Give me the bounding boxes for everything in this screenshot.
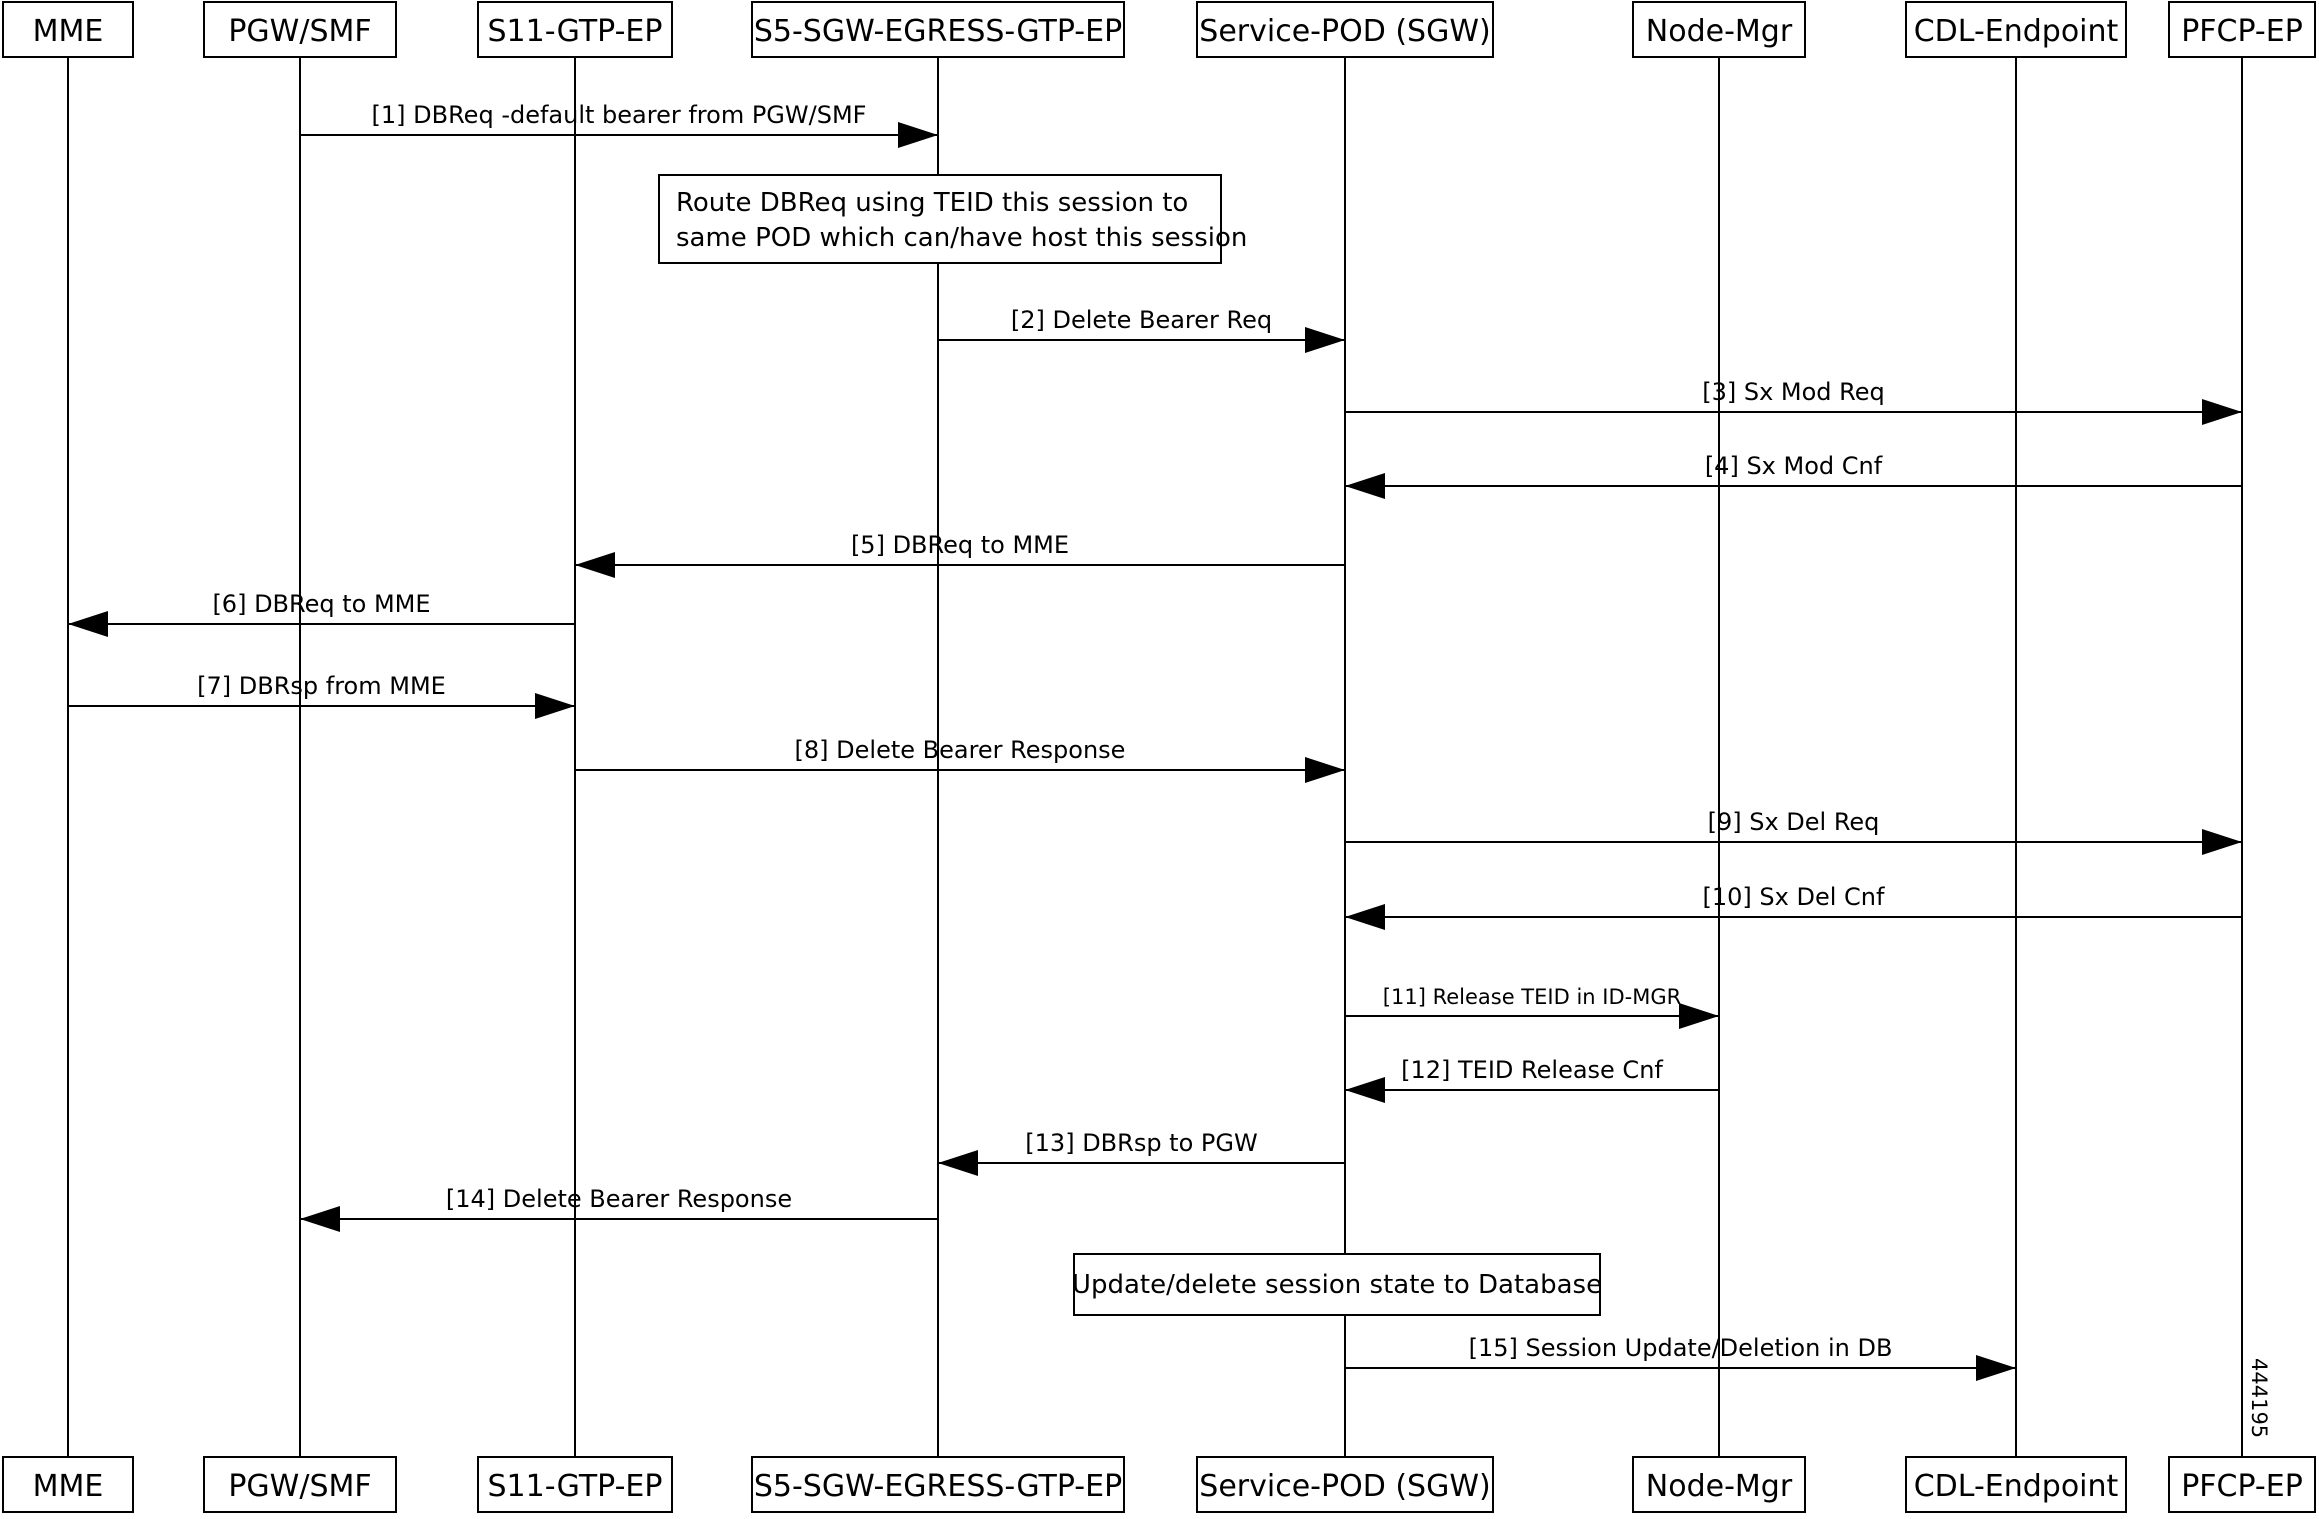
participant-label: Node-Mgr xyxy=(1646,14,1793,49)
message-label: [12] TEID Release Cnf xyxy=(1401,1056,1663,1084)
participant-label: PFCP-EP xyxy=(2181,14,2303,49)
participant-cdl-top: CDL-Endpoint xyxy=(1905,1,2127,58)
message-label: [6] DBReq to MME xyxy=(212,590,430,618)
participant-pod-top: Service-POD (SGW) xyxy=(1196,1,1494,58)
messages: [1] DBReq -default bearer from PGW/SMF [2… xyxy=(68,101,2242,1381)
route-note-line-2: same POD which can/have host this sessio… xyxy=(676,223,1247,253)
message-5: [5] DBReq to MME xyxy=(575,531,1345,578)
message-label: [13] DBRsp to PGW xyxy=(1025,1129,1257,1157)
participant-label: CDL-Endpoint xyxy=(1914,1469,2119,1504)
participant-box xyxy=(751,1,1125,58)
participant-box xyxy=(1905,1456,2127,1513)
participant-pfcp-top: PFCP-EP xyxy=(2168,1,2316,58)
participant-label: PGW/SMF xyxy=(228,1469,371,1504)
message-6: [6] DBReq to MME xyxy=(68,590,575,637)
participant-label: Service-POD (SGW) xyxy=(1199,14,1490,49)
participant-mme-bottom: MME xyxy=(2,1456,134,1513)
participant-s5-top: S5-SGW-EGRESS-GTP-EP xyxy=(751,1,1125,58)
message-14: [14] Delete Bearer Response xyxy=(300,1185,938,1232)
figure-id: 444195 xyxy=(2247,1358,2271,1438)
participant-box xyxy=(1905,1,2127,58)
participant-label: S5-SGW-EGRESS-GTP-EP xyxy=(754,1469,1122,1504)
message-label: [4] Sx Mod Cnf xyxy=(1705,452,1883,480)
participant-s5-bottom: S5-SGW-EGRESS-GTP-EP xyxy=(751,1456,1125,1513)
participant-s11-bottom: S11-GTP-EP xyxy=(477,1456,673,1513)
message-label: [10] Sx Del Cnf xyxy=(1703,883,1885,911)
message-label: [9] Sx Del Req xyxy=(1708,808,1880,836)
participant-box xyxy=(1632,1,1806,58)
route-note-line-1: Route DBReq using TEID this session to xyxy=(676,188,1188,218)
participant-box xyxy=(2168,1456,2316,1513)
participant-headers-bottom: MME PGW/SMF S11-GTP-EP S5-SGW-EGRESS-GTP-EP… xyxy=(2,1456,2316,1513)
message-2: [2] Delete Bearer Req xyxy=(938,306,1345,353)
message-4: [4] Sx Mod Cnf xyxy=(1345,452,2242,499)
message-13: [13] DBRsp to PGW xyxy=(938,1129,1345,1176)
participant-label: S11-GTP-EP xyxy=(488,14,663,49)
participant-nodemgr-bottom: Node-Mgr xyxy=(1632,1456,1806,1513)
participant-label: S5-SGW-EGRESS-GTP-EP xyxy=(754,14,1122,49)
message-9: [9] Sx Del Req xyxy=(1345,808,2242,855)
participant-label: Node-Mgr xyxy=(1646,1469,1793,1504)
participant-label: PGW/SMF xyxy=(228,14,371,49)
participant-box xyxy=(2,1,134,58)
participant-label: Service-POD (SGW) xyxy=(1199,1469,1490,1504)
message-label: [15] Session Update/Deletion in DB xyxy=(1469,1334,1893,1362)
participant-nodemgr-top: Node-Mgr xyxy=(1632,1,1806,58)
participant-pod-bottom: Service-POD (SGW) xyxy=(1196,1456,1494,1513)
message-15: [15] Session Update/Deletion in DB xyxy=(1345,1334,2016,1381)
participant-box xyxy=(1196,1,1494,58)
participant-box xyxy=(2168,1,2316,58)
participant-label: MME xyxy=(33,1469,104,1504)
participant-box xyxy=(477,1,673,58)
lifelines xyxy=(67,57,2243,1457)
participant-box xyxy=(203,1456,397,1513)
participant-pgw-bottom: PGW/SMF xyxy=(203,1456,397,1513)
message-label: [5] DBReq to MME xyxy=(851,531,1069,559)
participant-box xyxy=(203,1,397,58)
participant-pgw-top: PGW/SMF xyxy=(203,1,397,58)
message-label: [3] Sx Mod Req xyxy=(1702,378,1885,406)
message-label: [7] DBRsp from MME xyxy=(197,672,446,700)
message-label: [1] DBReq -default bearer from PGW/SMF xyxy=(372,101,867,129)
message-10: [10] Sx Del Cnf xyxy=(1345,883,2242,930)
message-12: [12] TEID Release Cnf xyxy=(1345,1056,1719,1103)
message-3: [3] Sx Mod Req xyxy=(1345,378,2242,425)
participant-box xyxy=(1196,1456,1494,1513)
participant-box xyxy=(751,1456,1125,1513)
message-1: [1] DBReq -default bearer from PGW/SMF xyxy=(300,101,938,148)
message-label: [8] Delete Bearer Response xyxy=(795,736,1126,764)
update-note: Update/delete session state to Database xyxy=(1072,1253,1602,1316)
participant-label: S11-GTP-EP xyxy=(488,1469,663,1504)
participant-headers-top: MME PGW/SMF S11-GTP-EP S5-SGW-EGRESS-GTP-EP… xyxy=(2,1,2316,58)
update-note-line-1: Update/delete session state to Database xyxy=(1072,1270,1602,1300)
participant-label: CDL-Endpoint xyxy=(1914,14,2119,49)
message-7: [7] DBRsp from MME xyxy=(68,672,575,719)
participant-s11-top: S11-GTP-EP xyxy=(477,1,673,58)
message-label: [2] Delete Bearer Req xyxy=(1011,306,1272,334)
route-note: Route DBReq using TEID this session to s… xyxy=(658,174,1247,264)
message-label: [14] Delete Bearer Response xyxy=(446,1185,792,1213)
participant-box xyxy=(2,1456,134,1513)
participant-pfcp-bottom: PFCP-EP xyxy=(2168,1456,2316,1513)
participant-mme-top: MME xyxy=(2,1,134,58)
message-label: [11] Release TEID in ID-MGR xyxy=(1383,985,1681,1009)
participant-label: PFCP-EP xyxy=(2181,1469,2303,1504)
participant-label: MME xyxy=(33,14,104,49)
message-11: [11] Release TEID in ID-MGR xyxy=(1345,985,1719,1029)
participant-cdl-bottom: CDL-Endpoint xyxy=(1905,1456,2127,1513)
participant-box xyxy=(1632,1456,1806,1513)
participant-box xyxy=(477,1456,673,1513)
message-8: [8] Delete Bearer Response xyxy=(575,736,1345,783)
